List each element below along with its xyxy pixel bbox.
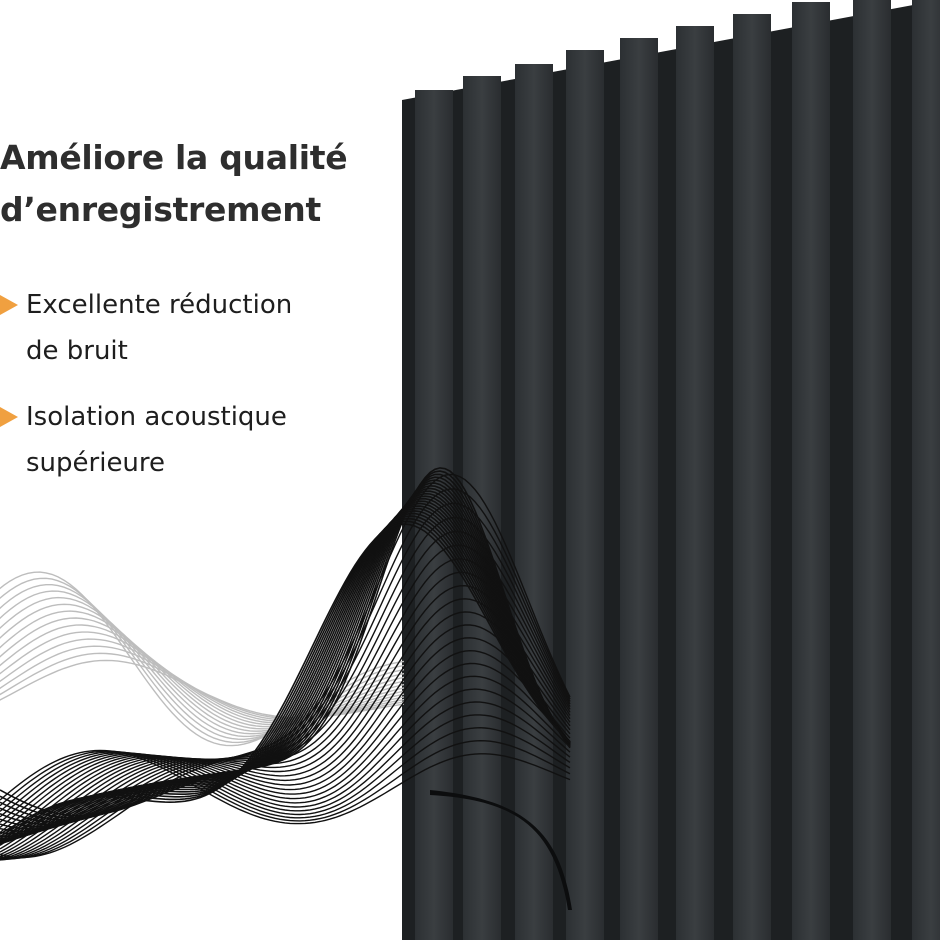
feature-text-line-1: Excellente réduction <box>26 290 293 320</box>
feature-text-line-2: supérieure <box>26 448 166 478</box>
slat <box>912 0 940 940</box>
slat <box>853 0 891 940</box>
slat <box>792 2 830 940</box>
feature-text-line-2: de bruit <box>26 336 128 366</box>
slat <box>515 64 553 940</box>
headline: Améliore la qualité d’enregistrement <box>0 132 348 236</box>
feature-list: Excellente réduction de bruit Isolation … <box>0 282 292 506</box>
orange-triangle-bullet-icon <box>0 407 18 427</box>
feature-noise-reduction: Excellente réduction de bruit <box>0 282 292 374</box>
headline-line-1: Améliore la qualité <box>0 138 348 177</box>
orange-triangle-bullet-icon <box>0 295 18 315</box>
slat <box>566 50 604 940</box>
sound-wave-mesh-icon <box>0 467 572 910</box>
feature-text-line-1: Isolation acoustique <box>26 402 287 432</box>
acoustic-wall-panel <box>402 0 940 940</box>
headline-line-2: d’enregistrement <box>0 190 321 229</box>
slat <box>676 26 714 940</box>
faded-sound-wave-icon <box>0 571 404 747</box>
slat <box>620 38 658 940</box>
feature-acoustic-insulation: Isolation acoustique supérieure <box>0 394 292 486</box>
slat <box>733 14 771 940</box>
